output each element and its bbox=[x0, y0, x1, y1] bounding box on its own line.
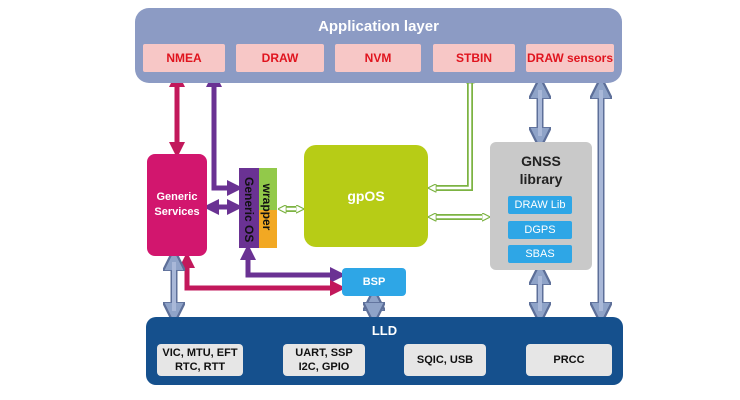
os-wrapper-label-line1: Generic OS bbox=[242, 177, 256, 243]
gnss-title-line1: GNSS bbox=[521, 153, 561, 169]
generic-services-line2: Services bbox=[154, 206, 200, 218]
os-wrapper-orange-bar bbox=[259, 210, 277, 248]
lld-module-vic: VIC, MTU, EFT RTC, RTT bbox=[157, 344, 243, 376]
lld-module-prcc: PRCC bbox=[526, 344, 612, 376]
gpos-label: gpOS bbox=[347, 188, 385, 204]
lld-vic-line1: VIC, MTU, EFT bbox=[162, 346, 238, 359]
application-layer-title: Application layer bbox=[318, 18, 439, 35]
lld-uart-line1: UART, SSP bbox=[295, 346, 353, 359]
generic-services-line1: Generic bbox=[156, 190, 198, 203]
arrow-stbin-gpos bbox=[432, 79, 473, 191]
gnss-library-title: GNSS library bbox=[490, 152, 592, 188]
arrow-stbin-gpos-core bbox=[432, 79, 470, 188]
bsp-label: BSP bbox=[362, 276, 386, 288]
app-module-draw-sensors: DRAW sensors bbox=[526, 44, 614, 72]
gnss-module-sbas: SBAS bbox=[508, 245, 572, 263]
gpos-box: gpOS bbox=[304, 145, 428, 247]
os-wrapper-label-line2: wrapper bbox=[260, 183, 274, 231]
lld-title: LLD bbox=[371, 323, 398, 338]
arrow-os-wrapper-bsp bbox=[239, 243, 347, 284]
gnss-module-dgps: DGPS bbox=[508, 221, 572, 239]
lld-vic-line2: RTC, RTT bbox=[174, 361, 226, 373]
generic-services-label: Generic Services bbox=[154, 190, 199, 221]
bsp-box: BSP bbox=[342, 268, 406, 296]
lld-prcc-line1: PRCC bbox=[553, 353, 585, 366]
gnss-title-line2: library bbox=[519, 171, 563, 188]
gnss-module-draw-lib: DRAW Lib bbox=[508, 196, 572, 214]
lld-module-uart-label: UART, SSP I2C, GPIO bbox=[295, 346, 352, 375]
app-module-nvm: NVM bbox=[335, 44, 421, 72]
app-module-nmea: NMEA bbox=[143, 44, 225, 72]
app-module-draw: DRAW bbox=[236, 44, 324, 72]
app-module-stbin: STBIN bbox=[433, 44, 515, 72]
lld-module-uart: UART, SSP I2C, GPIO bbox=[283, 344, 365, 376]
lld-sqic-line1: SQIC, USB bbox=[416, 353, 474, 366]
lld-module-sqic: SQIC, USB bbox=[404, 344, 486, 376]
lld-uart-line2: I2C, GPIO bbox=[298, 361, 350, 373]
os-wrapper-purple-bar bbox=[239, 168, 259, 248]
generic-services-box: Generic Services bbox=[147, 154, 207, 256]
lld-module-vic-label: VIC, MTU, EFT RTC, RTT bbox=[162, 346, 237, 375]
arrow-draw-os-wrapper bbox=[205, 70, 244, 197]
arrow-generic-services-bsp bbox=[178, 251, 347, 297]
